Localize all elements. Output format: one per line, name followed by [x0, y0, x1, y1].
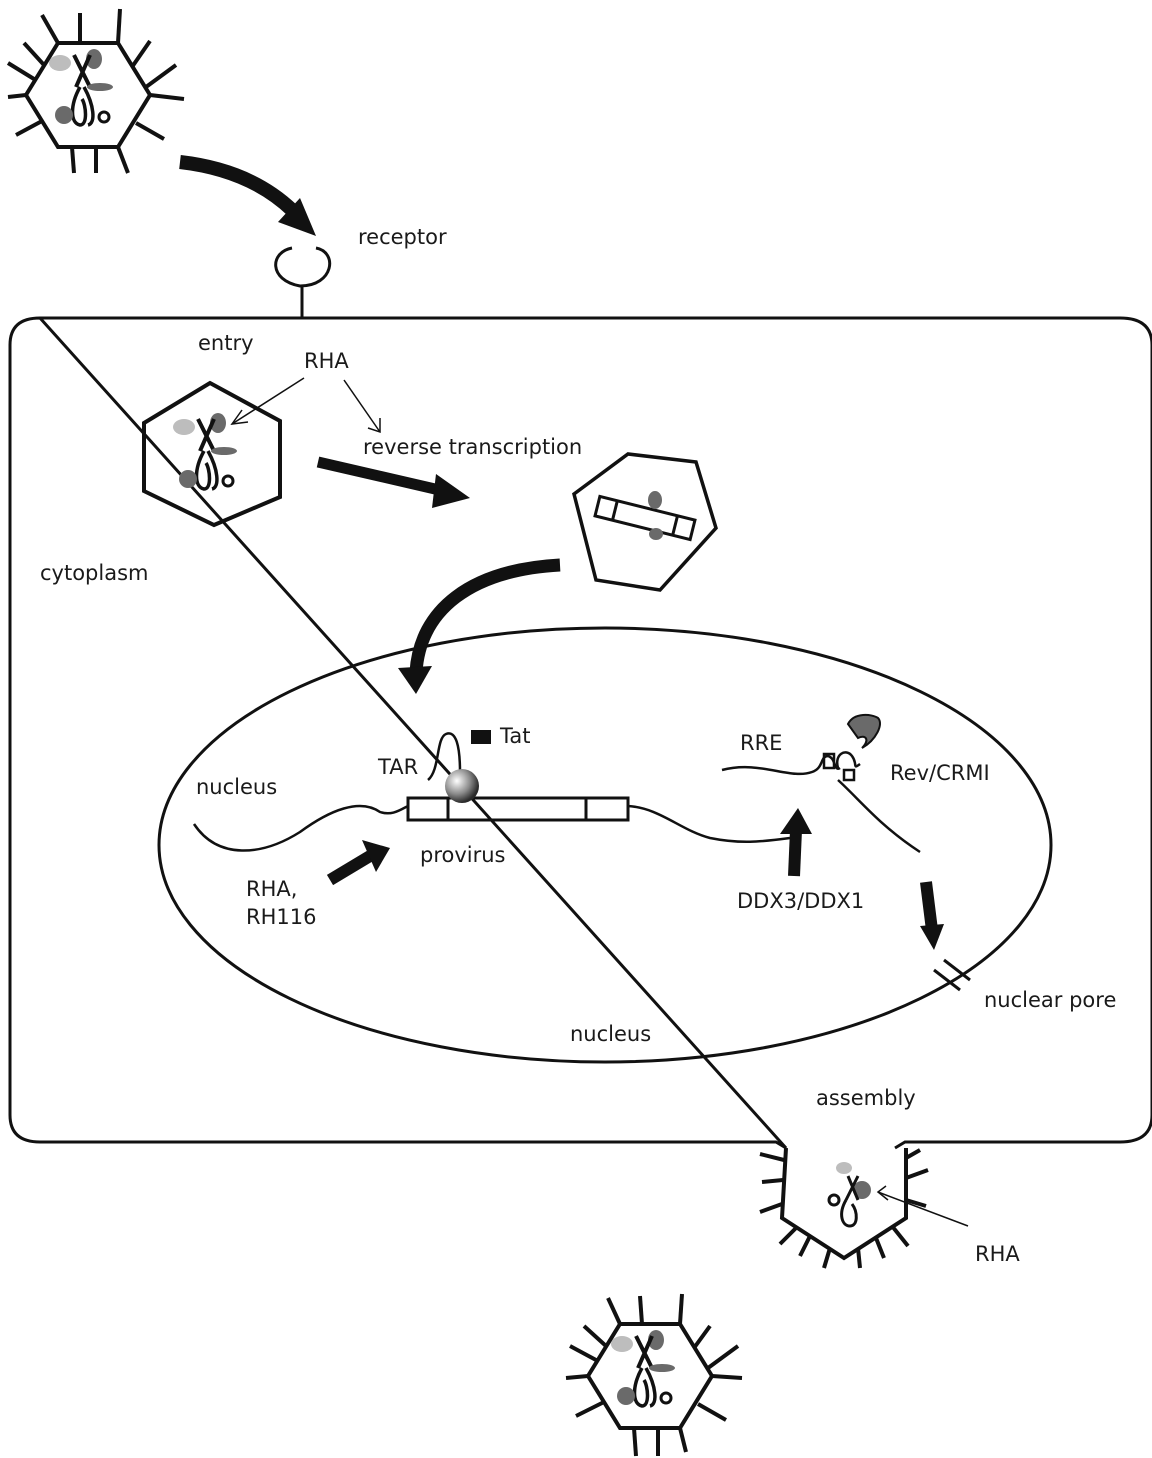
provirus-bar	[406, 796, 630, 822]
label-receptor: receptor	[358, 225, 447, 249]
label-cytoplasm: cytoplasm	[40, 561, 149, 585]
cell-membrane	[8, 316, 1152, 1150]
tar-loop	[427, 732, 462, 781]
rha-arrows	[230, 377, 381, 434]
arrow-to-receptor	[179, 155, 297, 216]
arrow-export	[920, 881, 938, 931]
label-rev-crmi: Rev/CRMI	[890, 761, 990, 785]
arrow-reverse-transcription	[316, 456, 450, 498]
label-entry: entry	[198, 331, 254, 355]
label-nucleus-bottom: nucleus	[570, 1022, 651, 1046]
label-tat: Tat	[499, 724, 530, 748]
rev-crmi-protein	[846, 713, 881, 749]
arrow-rha-provirus	[326, 850, 374, 886]
label-tar: TAR	[377, 755, 418, 779]
label-reverse-transcription: reverse transcription	[363, 435, 582, 459]
pre-integration-complex	[572, 452, 718, 592]
rna-polymerase	[445, 769, 479, 803]
label-assembly: assembly	[816, 1086, 916, 1110]
arrow-ddx	[788, 829, 802, 877]
arrow-nuclear-import	[409, 558, 561, 673]
nucleus-envelope	[157, 626, 1053, 1064]
rha-assembly-arrow	[876, 1185, 969, 1227]
label-rha-entry: RHA	[304, 349, 349, 373]
receptor-icon	[274, 246, 332, 318]
label-nucleus-left: nucleus	[196, 775, 277, 799]
label-rre: RRE	[740, 731, 782, 755]
label-rha-provirus: RHA,	[246, 877, 297, 901]
host-dna	[192, 804, 791, 852]
label-rh116: RH116	[246, 905, 316, 929]
virion-budding	[759, 1147, 929, 1269]
rre-structure	[721, 751, 921, 854]
virion-bottom	[565, 1293, 743, 1457]
virion-entry	[142, 380, 282, 528]
nuclear-pore-icon	[933, 958, 971, 992]
label-nuclear-pore: nuclear pore	[984, 988, 1116, 1012]
virion-top	[6, 8, 185, 174]
label-provirus: provirus	[420, 843, 506, 867]
tat-icon	[471, 730, 491, 744]
label-ddx: DDX3/DDX1	[737, 889, 864, 913]
label-rha-assembly: RHA	[975, 1242, 1020, 1266]
